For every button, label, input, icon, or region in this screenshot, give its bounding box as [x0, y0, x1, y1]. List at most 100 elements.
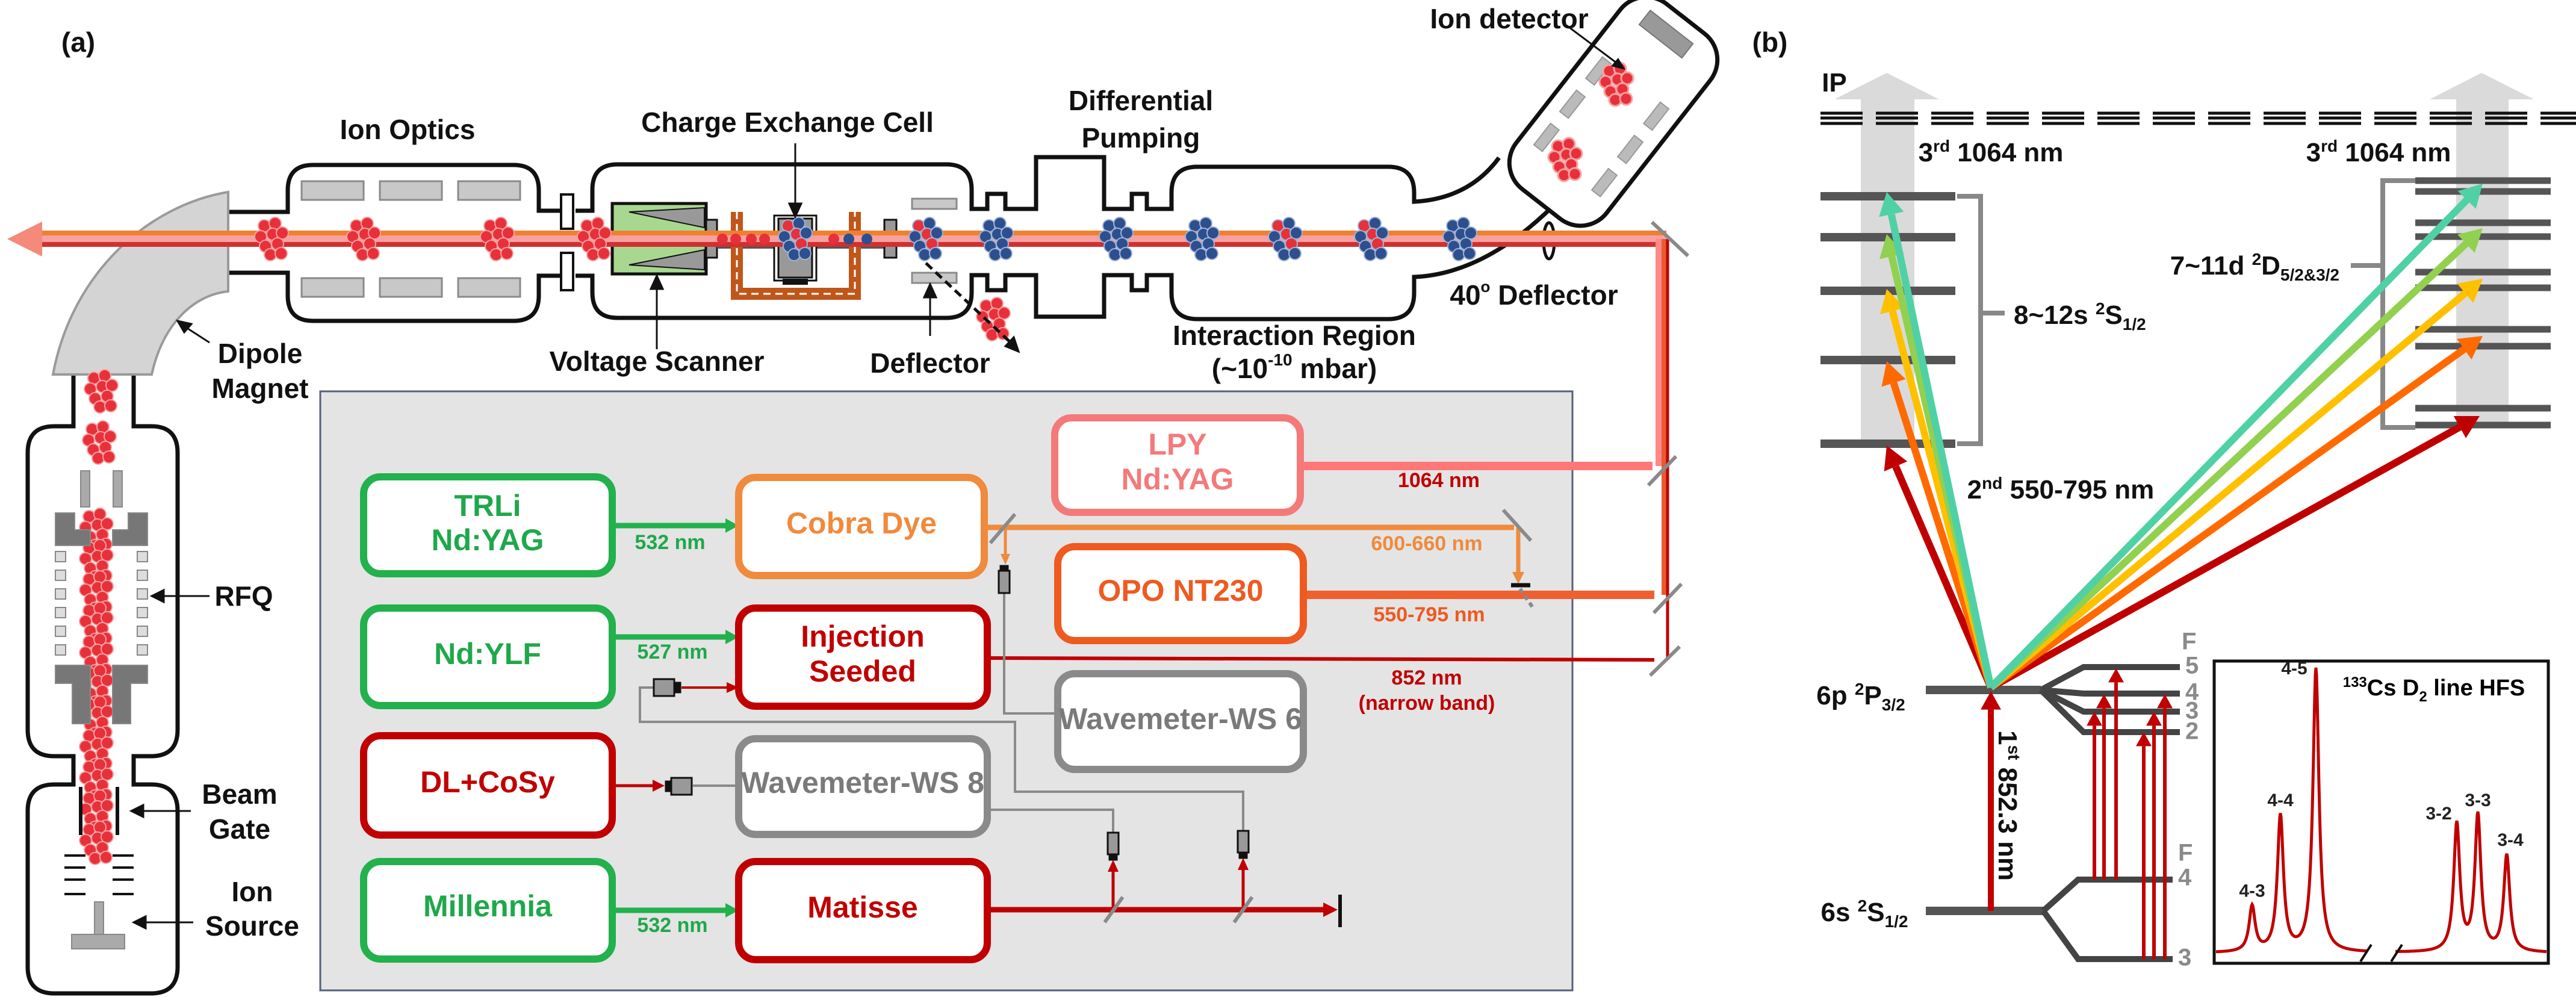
beam-gate-label: Beam	[202, 778, 277, 810]
electrode	[1533, 122, 1560, 152]
box-injection	[735, 604, 991, 710]
hfs-peak-label: 4-4	[2267, 790, 2294, 810]
laser-beams	[612, 239, 1669, 927]
ion	[1376, 226, 1389, 240]
ion-detector-label: Ion detector	[1430, 3, 1588, 34]
wavelength-cobra: 600-660 nm	[1371, 532, 1482, 555]
ion	[1364, 248, 1377, 261]
ion-source-filament	[94, 901, 104, 937]
ion	[1277, 248, 1291, 261]
ion	[489, 248, 503, 261]
hfs-transition-arrow	[2157, 694, 2173, 959]
arrow-head-icon	[1884, 446, 1908, 472]
rfq-rod	[137, 607, 148, 618]
arrow-head-icon	[2108, 668, 2124, 683]
arrow-head-icon	[1323, 902, 1338, 917]
arrow-head-icon	[787, 202, 803, 219]
40-deflector-label: 40o Deflector	[1450, 278, 1618, 311]
wavelength-trli: 532 nm	[635, 531, 705, 554]
arrow-head-icon	[2457, 279, 2483, 303]
beam-gate	[79, 787, 119, 835]
arrow-head-icon	[176, 319, 193, 334]
ion-source-label: Source	[205, 910, 299, 942]
rfq-rod	[137, 626, 148, 637]
arrow-head-icon	[1981, 691, 2001, 710]
ion-cluster-blue	[1442, 217, 1477, 261]
ion	[101, 705, 114, 718]
hfs-level-6s	[2041, 877, 2173, 913]
hfs-peak-label: 4-5	[2281, 659, 2307, 679]
arrow-head-icon	[725, 518, 739, 533]
ion	[1001, 226, 1014, 240]
electrode	[1584, 56, 1612, 86]
ion	[843, 234, 854, 244]
trli-label: TRLi	[454, 489, 521, 523]
ion-optics-label: Ion Optics	[340, 114, 476, 145]
rfq-end-electrode	[55, 665, 91, 724]
ion-source-base	[71, 934, 125, 949]
hfs-level-6p	[2038, 688, 2180, 735]
ion	[1464, 226, 1477, 240]
fiber-ws8-matisse	[987, 809, 1114, 833]
mirror-icon	[1646, 455, 1678, 487]
ion-cluster-blue	[1099, 217, 1134, 261]
mirror-icon	[989, 513, 1017, 544]
f-label-lower: 4	[2178, 865, 2192, 891]
ion	[367, 247, 380, 260]
fiber-coupler-icon	[653, 678, 675, 697]
ion	[759, 234, 770, 244]
hfs-level-6p	[2039, 664, 2180, 693]
wavelength-labels: 532 nm 527 nm 532 nm 1064 nm 600-660 nm …	[635, 469, 1495, 937]
arrow-head-icon	[2087, 712, 2102, 726]
hfs-peak-label: 3-2	[2425, 804, 2451, 824]
ion	[861, 234, 872, 244]
rfq-end-electrode	[55, 512, 91, 546]
beam-852	[987, 656, 1655, 662]
rfq-end-electrode	[112, 665, 148, 724]
electrode	[457, 180, 521, 201]
electrode	[379, 180, 443, 201]
ion	[586, 248, 600, 261]
opo-label: OPO NT230	[1097, 574, 1263, 607]
ion	[798, 247, 812, 260]
ion	[597, 247, 610, 260]
ion	[717, 234, 728, 244]
ion	[264, 248, 277, 261]
box-matisse	[735, 858, 991, 963]
ion-cluster-red	[79, 821, 114, 865]
ion	[799, 226, 813, 240]
arrow-head-icon	[922, 282, 938, 299]
electrode	[379, 277, 443, 298]
pointer-arrows	[129, 143, 1020, 930]
axis-break-icon	[2390, 943, 2403, 963]
nd-ylf-label: Nd:YLF	[434, 637, 541, 671]
fiber-coupler-icon	[1106, 831, 1120, 856]
ion-cluster-red	[346, 217, 381, 261]
hfs-title: 133Cs D2 line HFS	[2343, 674, 2525, 705]
bracket-s-series	[1957, 194, 2005, 446]
detector-box	[1507, 0, 1720, 228]
axis-break-icon	[2359, 943, 2373, 963]
mirror-icon	[1518, 588, 1536, 610]
ion	[275, 247, 288, 260]
arrow-head-icon	[2457, 228, 2483, 253]
hfs-inset: 4-34-44-53-23-33-4 133Cs D2 line HFS	[2212, 659, 2550, 965]
rfq-rod	[55, 588, 66, 600]
voltage-scanner-label: Voltage Scanner	[549, 346, 764, 377]
mirror-icon	[1103, 896, 1125, 924]
ion-cluster-mixed	[908, 217, 943, 261]
ion	[501, 226, 515, 240]
arrow-head-icon	[727, 682, 739, 693]
chamber-top-outline	[228, 155, 1501, 214]
ion	[99, 851, 113, 864]
hfs-level-6p	[2040, 687, 2180, 697]
ion	[102, 450, 116, 464]
coupler-tip	[673, 682, 681, 694]
arrow-head-icon	[2146, 712, 2162, 726]
ion	[101, 580, 114, 593]
beam-arrow-head-icon	[7, 222, 42, 256]
ion	[88, 852, 102, 865]
f-label-upper: 2	[2185, 718, 2199, 745]
rfq-label: RFQ	[214, 580, 273, 612]
